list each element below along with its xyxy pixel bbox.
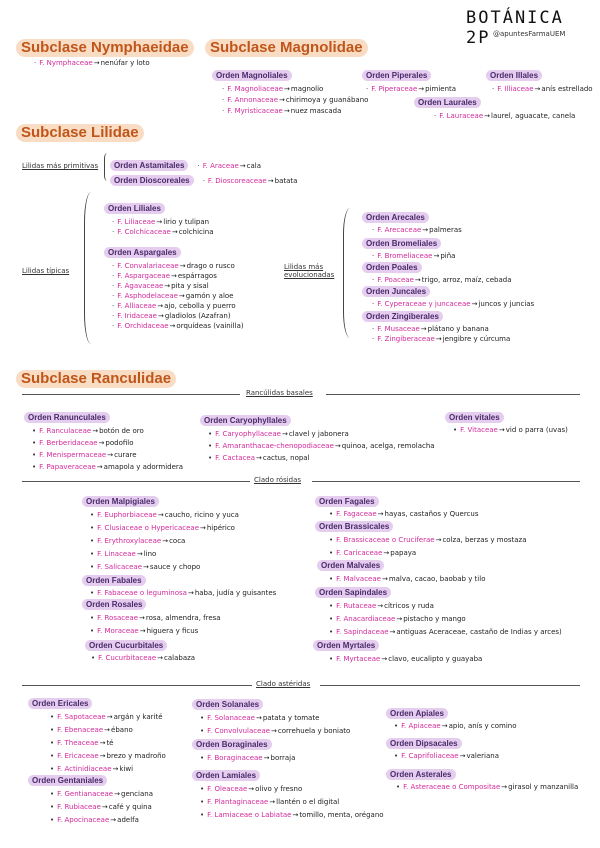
order-arecales: Orden Arecales ·F. Arecaceae→palmeras <box>362 205 462 235</box>
order-ranunculales: Orden Ranunculales •F. Ranculaceae→botón… <box>24 405 183 472</box>
order-dipsacales: Orden Dipsacales •F. Caprifoliaceae→vale… <box>386 731 499 761</box>
divider <box>320 685 580 686</box>
order-ericales: Orden Ericales •F. Sapotaceae→argán y ka… <box>28 691 166 774</box>
order-laurales: Orden Laurales ·F. Lauraceae→laurel, agu… <box>414 90 575 121</box>
list-item: ·F. Nymphaceae→nenúfar y loto <box>34 59 150 67</box>
group-label-tipicas: Lilidas típicas <box>22 267 70 275</box>
divider <box>312 481 580 482</box>
order-brassicales: Orden Brassicales •F. Brassicaceae o Cru… <box>315 514 527 558</box>
order-zingiberales: Orden Zingiberales ·F. Musaceae→plátano … <box>362 304 510 344</box>
brace <box>343 208 357 338</box>
author-handle: @apuntesFarmaUEM <box>493 30 566 38</box>
order-piperales: Orden Piperales ·F. Piperaceae→pimienta <box>362 63 456 94</box>
divider <box>326 394 580 395</box>
order-juncales: Orden Juncales ·F. Cyperaceae y juncacea… <box>362 279 534 309</box>
divider <box>22 685 252 686</box>
order-caryophyllales: Orden Caryophyllales •F. Caryophyllaceae… <box>200 408 435 463</box>
heading-magnolidae: Subclase Magnolidae <box>205 39 368 57</box>
group-label-evolucionadas: Lilidas más evolucionadas <box>284 263 335 279</box>
order-fagales: Orden Fagales •F. Fagaceae→hayas, castañ… <box>315 489 478 519</box>
order-boraginales: Orden Boraginales •F. Boraginaceae→borra… <box>192 732 295 763</box>
group-label-rosidas: Clado rósidas <box>254 476 302 484</box>
group-label-asteridas: Clado astéridas <box>256 680 311 688</box>
divider <box>22 394 240 395</box>
order-rosales: Orden Rosales •F. Rosaceae→rosa, almendr… <box>82 592 221 636</box>
order-lamiales: Orden Lamiales •F. Oleaceae→olivo y fres… <box>192 763 384 820</box>
order-asterales: Orden Asterales •F. Asteraceae o Composi… <box>386 762 578 792</box>
order-sapindales: Orden Sapindales •F. Rutaceae→cítricos y… <box>315 580 562 637</box>
order-malvales: Orden Malvales •F. Malvaceae→malva, caca… <box>317 553 485 584</box>
order-magnoliales: Orden Magnoliales ·F. Magnoliaceae→magno… <box>212 63 368 116</box>
order-dioscoreales: Orden Dioscoreales ·F. Dioscoreaceae→bat… <box>110 168 297 187</box>
brace <box>84 192 98 344</box>
order-aspargales: Orden Aspargales ·F. Convalariaceae→drag… <box>104 240 244 331</box>
group-label-basales: Rancúlidas basales <box>246 389 313 397</box>
order-solanales: Orden Solanales •F. Solanaceae→patata y … <box>192 692 350 736</box>
brace <box>104 153 110 181</box>
order-gentaniales: Orden Gentaniales •F. Gentianaceae→genci… <box>28 768 153 825</box>
order-cucurbitales: Orden Cucurbitales •F. Cucurbitaceae→cal… <box>85 633 195 663</box>
order-astamitales: Orden Astamitales ·F. Araceae→cala <box>110 153 261 172</box>
order-vitales: Orden vitales •F. Vitaceae→vid o parra (… <box>445 405 568 435</box>
divider <box>22 481 250 482</box>
heading-ranculidae: Subclase Ranculidae <box>16 370 177 388</box>
page-title: BOTÁNICA 2P <box>466 8 564 48</box>
order-illales: Orden Illales ·F. Illiaceae→anís estrell… <box>486 63 593 94</box>
heading-nymphaeidae: Subclase Nymphaeidae <box>16 39 194 57</box>
order-bromeliales: Orden Bromeliales ·F. Bromeliaceae→piña <box>362 231 455 261</box>
heading-lilidae: Subclase Lilidae <box>16 124 144 142</box>
order-liliales: Orden Liliales ·F. Liliaceae→lirio y tul… <box>104 196 214 237</box>
order-malpigiales: Orden Malpigiales •F. Euphorbiaceae→cauc… <box>82 489 239 572</box>
group-label-primitivas: Lilidas más primitivas <box>22 162 99 170</box>
order-myrtales: Orden Myrtales •F. Myrtaceae→clavo, euca… <box>313 633 482 664</box>
order-fabales: Orden Fabales •F. Fabaceae o leguminosa→… <box>82 568 276 598</box>
order-poales: Orden Poales ·F. Poaceae→trigo, arroz, m… <box>362 255 511 285</box>
order-apiales: Orden Apiales •F. Apiaceae→apio, anís y … <box>386 701 517 731</box>
